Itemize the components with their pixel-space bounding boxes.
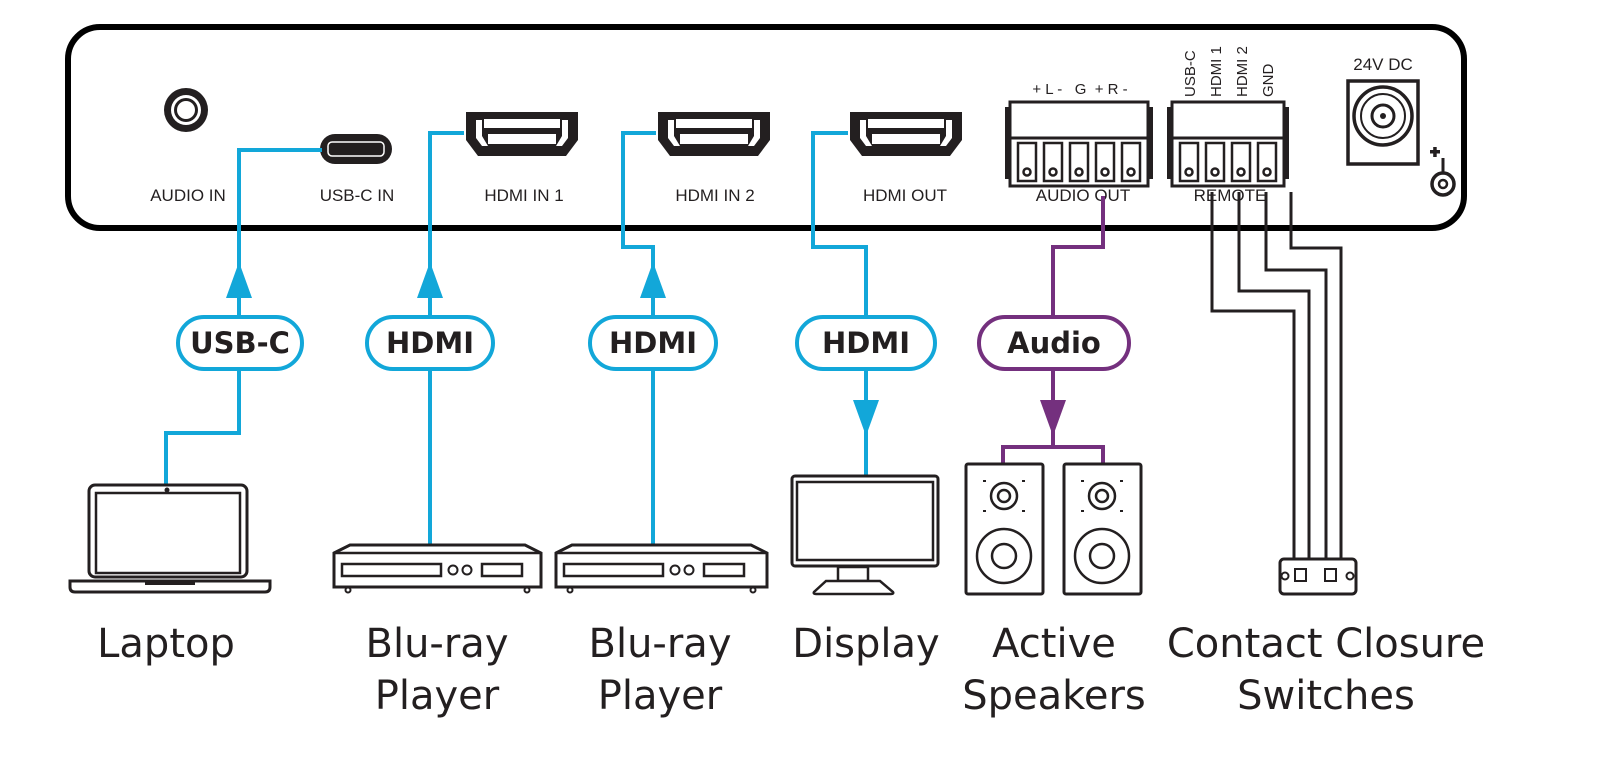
audio-cable-label: Audio (977, 315, 1131, 371)
svg-text:HDMI: HDMI (822, 326, 910, 360)
usbc-in-label: USB-C IN (320, 186, 395, 205)
remote-pin-label-usbc: USB-C (1182, 50, 1199, 97)
switches-label-line1: Contact Closure (1167, 621, 1485, 667)
hdmi-out-cable (811, 131, 868, 332)
audio-cable (1051, 196, 1105, 332)
hdmi-in2-cable-label: HDMI (588, 315, 718, 371)
remote-label: REMOTE (1194, 186, 1267, 205)
usbc-port-icon (320, 134, 392, 164)
center-positive-icon (1430, 147, 1456, 197)
remote-wires (1210, 192, 1343, 570)
hdmi-out-port-icon (850, 112, 962, 156)
hdmi-out-label: HDMI OUT (863, 186, 947, 205)
bluray2-label-line2: Player (598, 673, 723, 719)
audio-split (1001, 445, 1105, 464)
speakers-label-line2: Speakers (962, 673, 1146, 719)
hdmi-in1-arrow-icon (417, 262, 443, 298)
bluray-player-1-icon (332, 543, 543, 594)
laptop-icon (68, 483, 272, 594)
audio-arrow-icon (1040, 400, 1066, 436)
switches-label-line2: Switches (1237, 673, 1415, 719)
bluray-player-2-icon (554, 543, 769, 594)
hdmi-in1-label: HDMI IN 1 (484, 186, 563, 205)
svg-text:USB-C: USB-C (190, 326, 290, 360)
bluray2-label-line1: Blu-ray (589, 621, 732, 667)
usbc-cable-label: USB-C (176, 315, 304, 371)
hdmi-in1-port-icon (466, 112, 578, 156)
contact-closure-switch-icon (1278, 557, 1358, 596)
usbc-arrow-icon (226, 262, 252, 298)
svg-text:HDMI: HDMI (386, 326, 474, 360)
remote-terminal-icon (1167, 100, 1289, 188)
hdmi-in2-arrow-icon (640, 262, 666, 298)
hdmi-out-arrow-icon (853, 400, 879, 436)
display-icon (790, 474, 940, 596)
bluray1-label-line2: Player (375, 673, 500, 719)
speakers-label-line1: Active (992, 621, 1116, 667)
audio-in-jack-icon (164, 88, 208, 132)
hdmi-out-cable-label: HDMI (795, 315, 937, 371)
bluray1-label-line1: Blu-ray (366, 621, 509, 667)
audio-in-label: AUDIO IN (150, 186, 226, 205)
power-label: 24V DC (1353, 55, 1413, 74)
hdmi-in2-port-icon (658, 112, 770, 156)
speaker-left-icon (964, 462, 1045, 596)
remote-pin-label-gnd: GND (1260, 64, 1277, 98)
audio-out-pin-labels: + L - G + R - (1032, 81, 1127, 98)
speaker-right-icon (1062, 462, 1143, 596)
remote-pin-label-hdmi2: HDMI 2 (1234, 46, 1251, 97)
svg-text:Audio: Audio (1007, 326, 1101, 360)
usbc-cable-lower (164, 366, 241, 484)
remote-pin-label-hdmi1: HDMI 1 (1208, 46, 1225, 97)
laptop-label: Laptop (97, 621, 235, 667)
power-jack-icon (1346, 79, 1420, 166)
audio-out-terminal-icon (1005, 100, 1153, 188)
hdmi-in2-label: HDMI IN 2 (675, 186, 754, 205)
display-label: Display (792, 621, 939, 667)
svg-text:HDMI: HDMI (609, 326, 697, 360)
hdmi-in1-cable-label: HDMI (365, 315, 495, 371)
audio-out-label: AUDIO OUT (1036, 186, 1130, 205)
